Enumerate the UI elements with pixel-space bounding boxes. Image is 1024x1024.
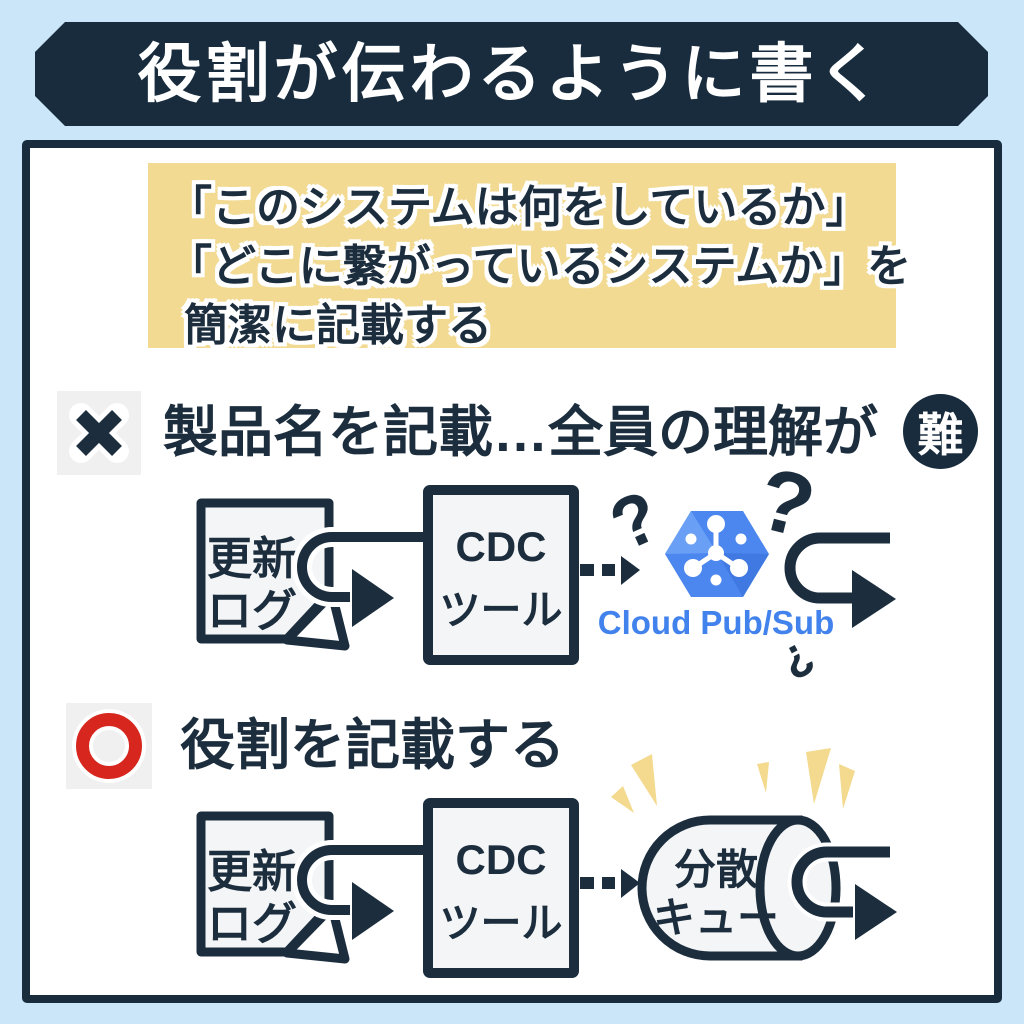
- cdc-label-line2: ツール: [440, 587, 563, 633]
- queue-label-line2: キュー: [653, 894, 779, 941]
- question-mark-icon: ?: [599, 476, 672, 567]
- page-title: 役割が伝わるように書く: [137, 38, 886, 110]
- cdc-tool-box: CDC ツール: [423, 798, 579, 978]
- callout-box: 「このシステムは何をしているか」 「どこに繋がっているシステムか」を 簡潔に記載…: [148, 163, 912, 350]
- u-turn-arrow-icon: [787, 842, 901, 944]
- callout-line: 「どこに繋がっているシステムか」を: [168, 242, 912, 291]
- bad-diagram: 更新 ログ CDC ツール: [196, 448, 896, 691]
- u-turn-arrow-icon: [784, 532, 896, 628]
- good-heading: 役割を記載する: [180, 714, 566, 776]
- queue-label-line1: 分散: [674, 846, 758, 893]
- difficulty-badge: 難: [903, 394, 978, 469]
- title-banner: 役割が伝わるように書く: [35, 22, 988, 126]
- good-diagram: 更新 ログ CDC ツール: [196, 748, 901, 978]
- sparkle-icon: [611, 748, 855, 813]
- update-log-doc-icon: 更新 ログ: [196, 498, 350, 651]
- cdc-label-line1: CDC: [456, 836, 547, 883]
- dashed-arrow-icon: [580, 869, 640, 898]
- bad-heading: 製品名を記載…全員の理解が: [163, 401, 879, 463]
- difficulty-badge-label: 難: [917, 408, 964, 461]
- log-label-line1: 更新: [207, 846, 297, 897]
- dashed-arrow-icon: [580, 556, 640, 585]
- log-label-line1: 更新: [207, 533, 297, 584]
- callout-line: 簡潔に記載する: [184, 301, 492, 350]
- bad-marker: [57, 391, 141, 475]
- log-label-line2: ログ: [207, 585, 297, 636]
- cdc-tool-box: CDC ツール: [423, 485, 579, 665]
- cdc-label-line1: CDC: [456, 523, 547, 570]
- loop-arrow-icon: [292, 527, 428, 631]
- loop-arrow-icon: [292, 840, 428, 944]
- update-log-doc-icon: 更新 ログ: [196, 811, 350, 964]
- cloud-pubsub-label: Cloud Pub/Sub: [598, 604, 834, 641]
- log-label-line2: ログ: [207, 898, 297, 949]
- cross-icon: [69, 403, 129, 463]
- good-marker: [66, 703, 152, 789]
- callout-line: 「このシステムは何をしているか」: [168, 183, 870, 232]
- cloud-pubsub-icon: Cloud Pub/Sub: [598, 511, 834, 641]
- cdc-label-line2: ツール: [440, 900, 563, 946]
